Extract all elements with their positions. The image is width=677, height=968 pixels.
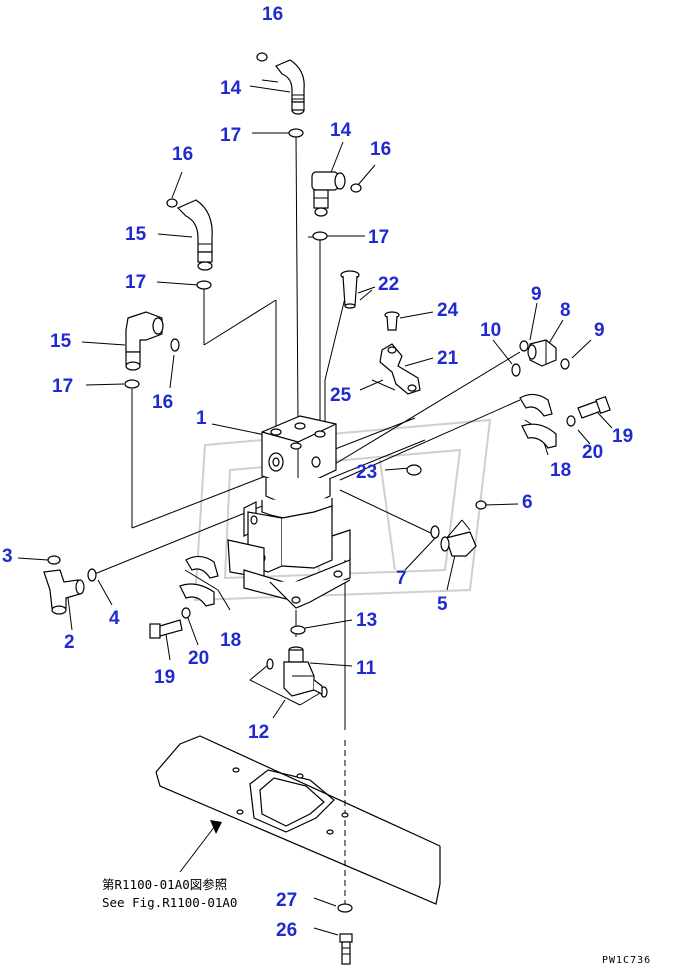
callout-16: 16 <box>172 144 193 165</box>
o-ring-17-top <box>288 128 304 138</box>
callout-14: 14 <box>330 120 352 141</box>
frame-plate <box>155 735 441 905</box>
o-ring-9-left <box>519 340 529 352</box>
o-ring-4 <box>87 568 97 582</box>
callout-4: 4 <box>109 608 120 629</box>
o-ring-16-right <box>350 183 362 193</box>
callout-18: 18 <box>220 630 241 651</box>
o-ring-16-top <box>256 52 268 62</box>
pin-24 <box>384 311 400 331</box>
o-ring-16-left <box>166 198 178 208</box>
o-ring-17-right <box>312 231 328 241</box>
callout-24: 24 <box>437 300 459 321</box>
washer-20-left <box>181 607 191 619</box>
reference-note: 第R1100-01A0図参照 See Fig.R1100-01A0 <box>102 877 237 910</box>
washer-20-right <box>566 415 576 427</box>
drawing-code: PW1C736 <box>602 955 651 966</box>
callout-18: 18 <box>550 460 571 481</box>
elbow-15-upper <box>176 199 213 271</box>
o-ring-17-left <box>196 280 212 290</box>
callout-23: 23 <box>356 462 377 483</box>
bolt-19-left <box>149 619 183 639</box>
elbow-14-right <box>311 171 346 217</box>
bolt-26 <box>339 933 353 965</box>
callout-3: 3 <box>2 546 13 567</box>
callout-20: 20 <box>188 648 209 669</box>
callout-16: 16 <box>262 4 283 25</box>
o-ring-11-side <box>266 658 274 670</box>
callout-1: 1 <box>196 408 207 429</box>
callout-22: 22 <box>378 274 399 295</box>
elbow-15-lower <box>125 311 164 371</box>
callout-21: 21 <box>437 348 459 369</box>
elbow-14-top <box>275 59 305 115</box>
callout-10: 10 <box>480 320 501 341</box>
clamp-18-right <box>519 393 557 449</box>
reference-note-ja: 第R1100-01A0図参照 <box>102 877 227 892</box>
callout-9: 9 <box>531 284 542 305</box>
pins <box>340 270 400 331</box>
o-ring-7 <box>430 525 440 539</box>
callout-2: 2 <box>64 632 75 653</box>
o-ring-16-lower <box>170 338 180 352</box>
callout-13: 13 <box>356 610 377 631</box>
callout-11: 11 <box>356 658 377 679</box>
bolt-19-right <box>577 395 611 419</box>
washer-27 <box>337 903 353 913</box>
clamp-21 <box>379 343 421 395</box>
callout-20: 20 <box>582 442 603 463</box>
callout-27: 27 <box>276 890 297 911</box>
callout-19: 19 <box>154 667 175 688</box>
o-ring-9-right <box>560 358 570 370</box>
o-ring-3 <box>47 555 61 565</box>
callout-15: 15 <box>125 224 147 245</box>
callout-6: 6 <box>522 492 533 513</box>
callout-14: 14 <box>220 78 242 99</box>
callout-pointers <box>17 85 613 936</box>
elbow-2 <box>43 569 85 615</box>
clamp-18-left <box>179 555 219 607</box>
callout-5: 5 <box>437 594 448 615</box>
callout-26: 26 <box>276 920 297 941</box>
pin-22 <box>340 270 360 309</box>
swivel-joint-body <box>227 415 351 609</box>
callout-19: 19 <box>612 426 633 447</box>
callout-25: 25 <box>330 385 352 406</box>
o-ring-17-lower <box>124 379 140 389</box>
callout-17: 17 <box>52 376 73 397</box>
callout-8: 8 <box>560 300 571 321</box>
callout-labels: 16 14 17 14 16 16 15 17 17 22 9 8 24 10 … <box>2 4 633 941</box>
o-ring-13 <box>290 625 306 635</box>
valve-11 <box>283 646 323 697</box>
o-ring-6 <box>475 500 487 510</box>
reference-note-en: See Fig.R1100-01A0 <box>102 895 237 910</box>
callout-7: 7 <box>396 568 407 589</box>
callout-16: 16 <box>152 392 173 413</box>
fitting-8 <box>527 339 557 367</box>
elbow-5 <box>440 531 477 557</box>
callout-12: 12 <box>248 722 269 743</box>
callout-9: 9 <box>594 320 605 341</box>
callout-17: 17 <box>125 272 146 293</box>
elbow-fittings <box>43 59 477 615</box>
callout-16: 16 <box>370 139 391 160</box>
o-ring-10 <box>511 363 521 377</box>
o-ring-23 <box>406 464 422 476</box>
callout-17: 17 <box>220 125 241 146</box>
callout-15: 15 <box>50 331 72 352</box>
callout-17: 17 <box>368 227 389 248</box>
